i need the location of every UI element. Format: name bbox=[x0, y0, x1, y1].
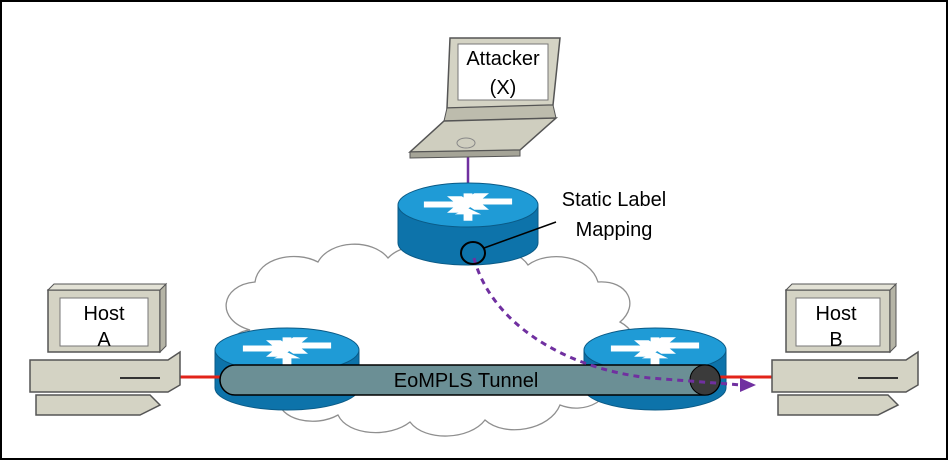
attack-arrowhead bbox=[740, 378, 756, 392]
annotation-leader bbox=[483, 221, 557, 249]
router-icon-top bbox=[397, 182, 539, 266]
host-b-label-line2: B bbox=[829, 329, 842, 351]
tunnel-label: EoMPLS Tunnel bbox=[394, 370, 539, 392]
attacker-label-line2: (X) bbox=[490, 77, 517, 99]
annotation-line2: Mapping bbox=[576, 219, 653, 241]
host-a-label-line1: Host bbox=[83, 303, 125, 325]
attack-path bbox=[472, 257, 743, 387]
attacker-label-line1: Attacker bbox=[466, 48, 540, 70]
laptop-icon bbox=[408, 37, 561, 159]
desktop-computer-icon-host-b bbox=[771, 282, 919, 416]
host-a-label-line2: A bbox=[97, 329, 111, 351]
eompls-tunnel bbox=[219, 364, 721, 396]
annotation-line1: Static Label bbox=[562, 189, 667, 211]
host-b-label-line1: Host bbox=[815, 303, 857, 325]
desktop-computer-icon-host-a bbox=[29, 282, 181, 416]
static-mapping-marker bbox=[460, 241, 486, 265]
